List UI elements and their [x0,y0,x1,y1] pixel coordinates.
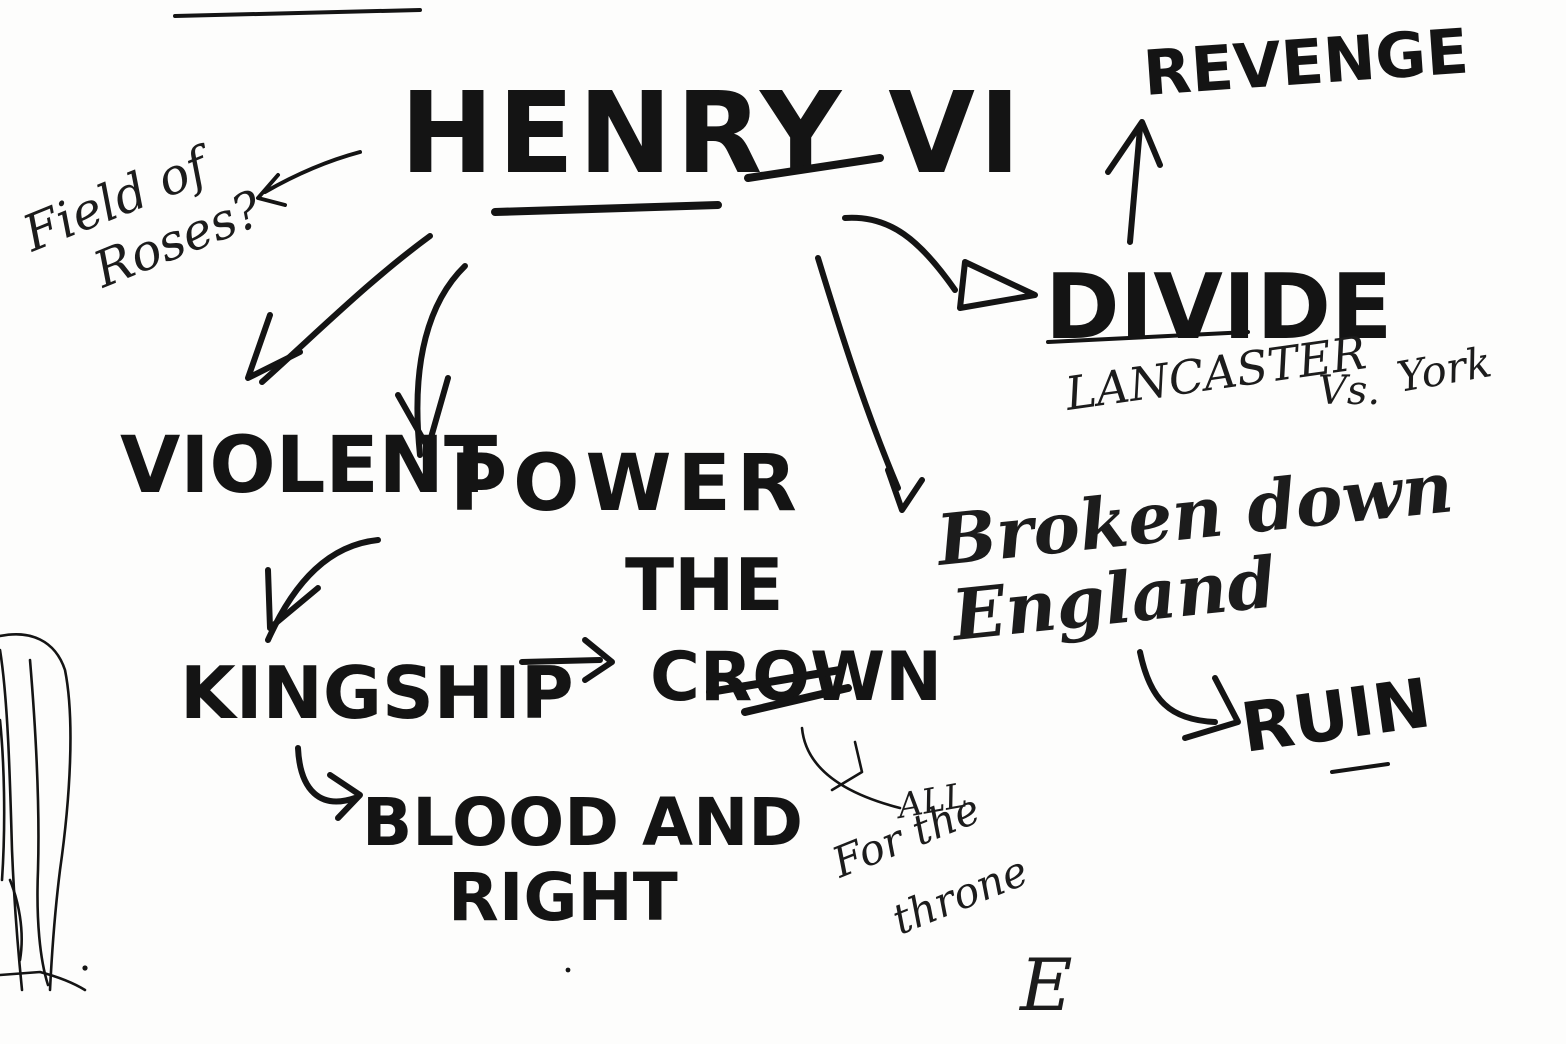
crown-underline-1 [706,666,844,696]
arrow-to-field-of-roses [256,150,362,207]
node-right: RIGHT [448,859,678,936]
arrowhead-blood [327,772,363,821]
stray-mark: E [1018,943,1073,1027]
ruin-underline [1330,762,1390,774]
field-of-roses-note: Field of Roses? [14,134,271,299]
left-edge-sketch [0,633,87,992]
arrowhead-crown [582,637,615,683]
node-revenge: REVENGE [1141,14,1471,110]
center-title-underline [491,201,722,216]
arrow-henry-to-power [414,263,468,458]
node-vs: Vs. [1318,368,1380,414]
crown-underline-2 [741,684,852,716]
node-ruin: RUIN [1236,664,1435,769]
node-violent: VIOLENT [120,421,497,511]
node-blood-and: BLOOD AND [362,784,803,861]
arrowhead-all [830,740,864,792]
arrow-divide-to-revenge [1127,125,1143,245]
node-power: POWER [450,439,803,529]
arrowhead-revenge [1105,119,1163,175]
arrow-henry-to-divide [842,214,958,293]
arrow-power-to-kingship [265,537,381,643]
node-kingship: KINGSHIP [180,651,574,735]
node-divide: DIVIDE [1045,255,1393,360]
arrow-kingship-to-blood [295,745,358,805]
arrowhead-kingship [265,567,321,631]
top-edge-stroke [173,8,422,18]
node-the: THE [625,543,784,627]
center-title: HENRY VI [400,69,1025,199]
ink-dot [565,967,571,973]
arrowhead-divide [957,259,1038,311]
divide-underline [1046,330,1250,344]
arrow-kingship-to-crown [519,657,603,665]
center-title-underline-2 [744,154,884,182]
arrow-crown-to-all [800,726,902,810]
arrowhead-broken [885,467,925,513]
arrowhead-power [395,375,451,451]
ink-dot [82,965,88,971]
arrow-england-to-ruin [1137,649,1218,725]
node-york: York [1393,337,1495,402]
arrowhead-violent [245,312,303,381]
arrow-henry-to-broken [815,255,901,491]
arrowhead-ruin [1182,675,1241,741]
